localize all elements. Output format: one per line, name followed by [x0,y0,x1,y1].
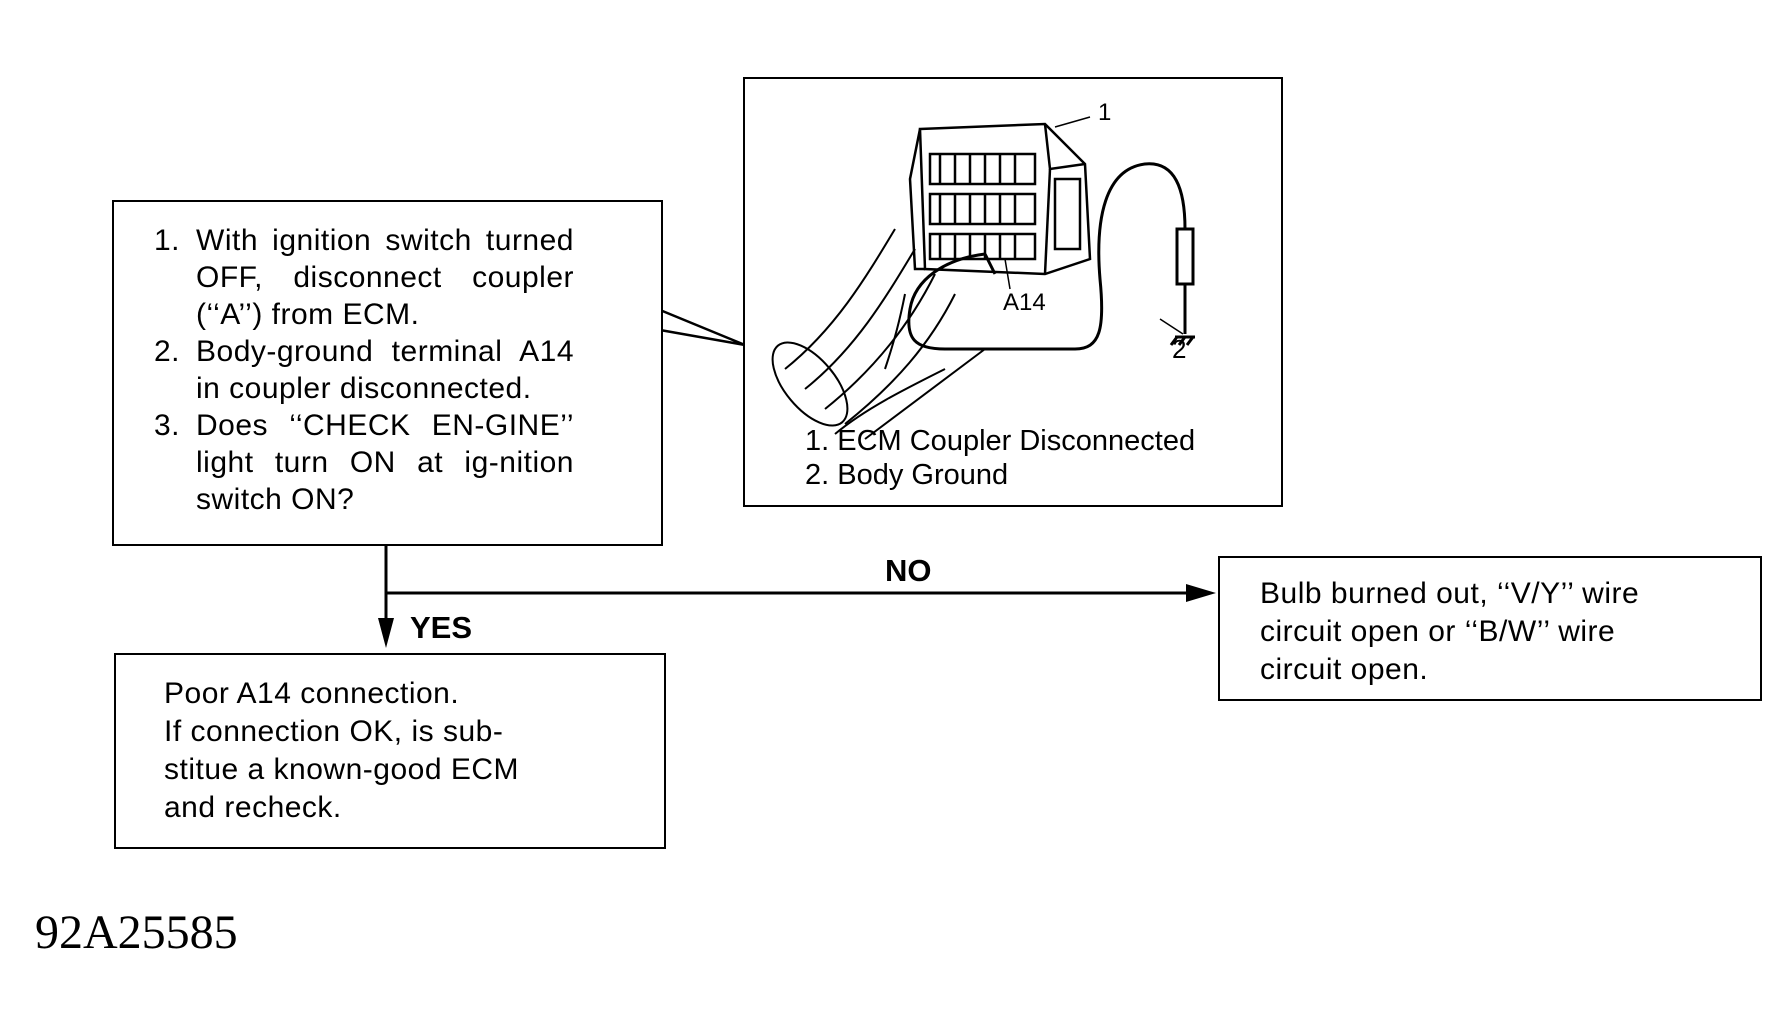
yes-label: YES [410,610,473,645]
no-label: NO [885,553,932,588]
yes-arrowhead [378,618,394,648]
terminal-a14-label: A14 [1003,289,1046,316]
step-3: 3. Does ‘‘CHECK EN-GINE’’ light turn ON … [154,407,574,518]
callout-pointer [659,308,746,347]
step-list: 1. With ignition switch turned OFF, disc… [154,222,574,518]
yes-result-line-4: and recheck. [164,791,342,824]
step-3-text: Does ‘‘CHECK EN-GINE’’ light turn ON at … [196,409,574,516]
no-result-box: Bulb burned out, ‘‘V/Y’’ wire circuit op… [1218,556,1762,701]
figure-id: 92A25585 [35,906,238,959]
illustration-legend: 1. ECM Coupler Disconnected 2. Body Grou… [805,424,1195,492]
callout-2-label: 2 [1172,334,1187,364]
illustration-box: 1 A14 2 1. ECM Coupler Disconnected 2. B… [743,77,1283,507]
legend-item-ecm-coupler: 1. ECM Coupler Disconnected [805,425,1196,457]
callout-1-label: 1 [1098,99,1112,126]
step-1-text: With ignition switch turned OFF, disconn… [196,224,574,331]
step-2: 2. Body-ground terminal A14 in coupler d… [154,333,574,407]
step-3-number: 3. [154,409,181,442]
yes-result-line-3: stitue a known-good ECM [164,753,520,786]
legend-item-body-ground: 2. Body Ground [805,459,1009,491]
step-1-number: 1. [154,224,181,257]
no-result-text: Bulb burned out, ‘‘V/Y’’ wire circuit op… [1260,575,1730,689]
ecm-coupler-illustration [771,116,1195,440]
step-2-text: Body-ground terminal A14 in coupler disc… [196,335,574,405]
wire-harness-drawing [771,228,986,440]
yes-result-line-2: If connection OK, is sub- [164,715,504,748]
no-result-line-2: circuit open or ‘‘B/W’’ wire [1260,615,1616,648]
no-result-line-3: circuit open. [1260,653,1429,686]
coupler-body-drawing [908,122,1092,276]
yes-result-line-1: Poor A14 connection. [164,677,460,710]
test-lead-drawing [907,162,1195,351]
question-box: 1. With ignition switch turned OFF, disc… [112,200,663,546]
yes-result-text: Poor A14 connection. If connection OK, i… [164,675,634,827]
step-2-number: 2. [154,335,181,368]
step-1: 1. With ignition switch turned OFF, disc… [154,222,574,333]
yes-result-box: Poor A14 connection. If connection OK, i… [114,653,666,849]
callout-leaders [1004,116,1184,335]
no-result-line-1: Bulb burned out, ‘‘V/Y’’ wire [1260,577,1640,610]
no-arrowhead [1186,584,1216,602]
